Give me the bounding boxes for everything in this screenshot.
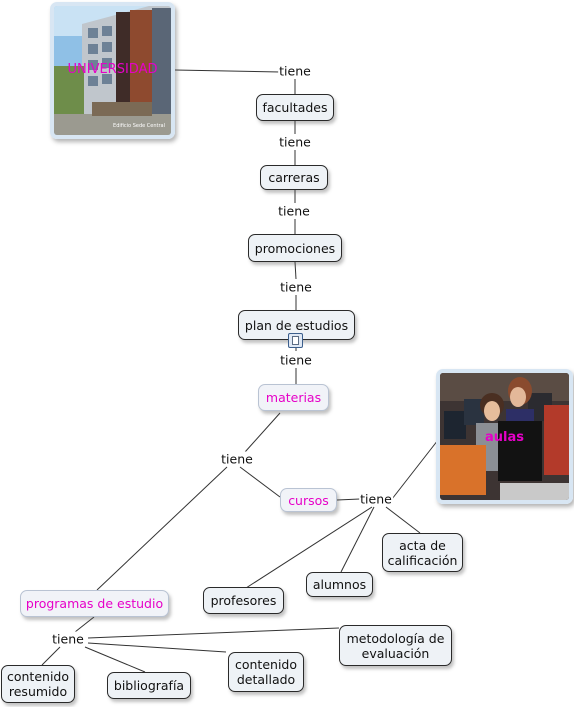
node-alumnos[interactable]: alumnos xyxy=(306,572,373,597)
link-label-universidad-facultades: tiene xyxy=(278,63,312,79)
link-label-programas: tiene xyxy=(51,631,85,647)
link-label-cursos: tiene xyxy=(359,491,393,507)
node-acta-de-calificacion[interactable]: acta de calificación xyxy=(382,533,463,572)
node-programas-de-estudio[interactable]: programas de estudio xyxy=(20,590,169,617)
universidad-label: UNIVERSIDAD xyxy=(67,62,158,77)
classroom-image xyxy=(440,373,569,500)
node-contenido-resumido[interactable]: contenido resumido xyxy=(1,665,75,703)
node-promociones[interactable]: promociones xyxy=(248,234,342,262)
node-facultades[interactable]: facultades xyxy=(256,94,334,121)
node-profesores[interactable]: profesores xyxy=(203,587,284,614)
document-icon[interactable] xyxy=(288,333,303,348)
link-label-materias: tiene xyxy=(220,451,254,467)
link-label-plan-materias: tiene xyxy=(279,352,313,368)
universidad-photo[interactable]: UNIVERSIDAD Edificio Sede Central xyxy=(50,2,175,139)
aulas-label: aulas xyxy=(485,430,524,445)
node-metodologia-de-evaluacion[interactable]: metodología de evaluación xyxy=(339,625,452,666)
node-cursos[interactable]: cursos xyxy=(280,488,337,512)
node-carreras[interactable]: carreras xyxy=(260,165,328,190)
aulas-photo[interactable]: aulas xyxy=(436,369,573,504)
building-image xyxy=(54,6,171,135)
link-label-facultades-carreras: tiene xyxy=(278,134,312,150)
universidad-caption: Edificio Sede Central xyxy=(113,123,165,129)
node-materias[interactable]: materias xyxy=(258,384,329,411)
node-bibliografia[interactable]: bibliografía xyxy=(107,672,191,699)
link-label-carreras-promociones: tiene xyxy=(277,203,311,219)
link-label-promociones-plan: tiene xyxy=(279,279,313,295)
node-contenido-detallado[interactable]: contenido detallado xyxy=(228,652,304,692)
